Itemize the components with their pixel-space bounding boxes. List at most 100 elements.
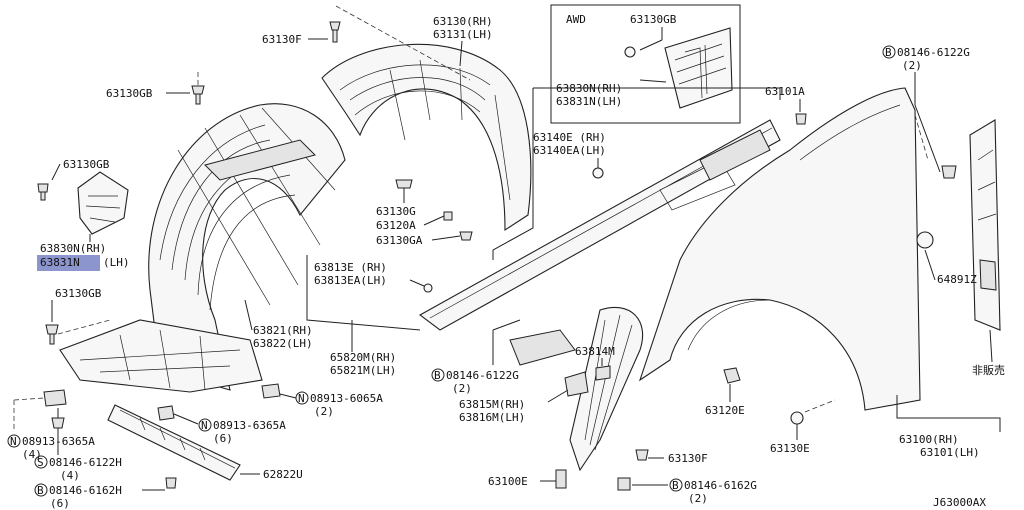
callout-08913-6365a-left[interactable]: 08913-6365A	[22, 435, 95, 448]
mud-guard[interactable]	[569, 306, 644, 472]
label-not-for-sale: 非販売	[972, 364, 1005, 377]
clip-63130gb-upper-icon	[191, 85, 205, 105]
prefix-b-mid: B	[434, 369, 441, 382]
callout-08146-6162g[interactable]: 08146-6162G	[684, 479, 757, 492]
clip-63130ga-icon	[459, 231, 473, 241]
small-bracket-63815m	[564, 371, 589, 397]
callout-63130f-bottom[interactable]: 63130F	[668, 452, 708, 465]
bolt-top-right-icon	[941, 165, 957, 179]
front-fender[interactable]	[638, 87, 934, 411]
suffix-lh-left: (LH)	[103, 256, 130, 269]
callout-63100e[interactable]: 63100E	[488, 475, 528, 488]
callout-63814m[interactable]: 63814M	[575, 345, 615, 358]
callout-63815m-rh[interactable]: 63815M(RH)	[459, 398, 525, 411]
callout-63130f-top[interactable]: 63130F	[262, 33, 302, 46]
prefix-n-6365a-right: N	[201, 419, 208, 432]
prefix-b-6162h: B	[37, 484, 44, 497]
callout-63831n-left[interactable]: 63831N	[40, 256, 80, 269]
bolt-08146-6162h-label[interactable]: B 08146-6162H (6)	[34, 483, 122, 510]
callout-63813e-rh[interactable]: 63813E (RH)	[314, 261, 387, 274]
clip-63140e-icon	[592, 167, 604, 179]
bolt-08146-6122h-label[interactable]: S 08146-6122H (4)	[34, 455, 122, 482]
callout-63130gb-left[interactable]: 63130GB	[63, 158, 110, 171]
upper-splash-shield[interactable]	[321, 5, 532, 232]
callout-63130gb-awd[interactable]: 63130GB	[630, 13, 677, 26]
nut-6065a-icon	[261, 383, 281, 399]
clip-63130f-bottom-icon	[635, 449, 649, 461]
bolt-6122h-icon	[51, 417, 65, 429]
callout-63101a[interactable]: 63101A	[765, 85, 805, 98]
prefix-b-6162g: B	[672, 479, 679, 492]
qty-6-6162h: (6)	[50, 497, 70, 510]
callout-63831n-awd[interactable]: 63831N(LH)	[556, 95, 622, 108]
qty-2-6162g: (2)	[688, 492, 708, 505]
clip-63130g-icon	[395, 179, 413, 189]
callout-63830n-left[interactable]: 63830N(RH)	[40, 242, 106, 255]
callout-65821m-lh[interactable]: 65821M(LH)	[330, 364, 396, 377]
highlight-63831n	[37, 255, 100, 271]
clip-63100e-icon	[555, 469, 567, 489]
callout-63140ea-lh[interactable]: 63140EA(LH)	[533, 144, 606, 157]
prefix-b-top: B	[885, 46, 892, 59]
callout-08146-6122g-top[interactable]: 08146-6122G	[897, 46, 970, 59]
prefix-s-6122h: S	[37, 456, 44, 469]
prefix-n-6065a: N	[298, 392, 305, 405]
awd-label: AWD	[566, 13, 586, 26]
clip-63813e-icon	[423, 283, 433, 293]
callout-63101-lh[interactable]: 63101(LH)	[920, 446, 980, 459]
bolt-08146-6122g-mid-label[interactable]: B 08146-6122G (2)	[431, 368, 519, 395]
lower-cover[interactable]	[107, 404, 241, 481]
callout-63816m-lh[interactable]: 63816M(LH)	[459, 411, 525, 424]
bolt-6162h-icon	[165, 477, 177, 489]
callout-63120a[interactable]: 63120A	[376, 219, 416, 232]
callout-63130ga[interactable]: 63130GA	[376, 234, 423, 247]
clip-63120e-icon	[723, 367, 741, 384]
callout-63130e[interactable]: 63130E	[770, 442, 810, 455]
callout-08146-6162h[interactable]: 08146-6162H	[49, 484, 122, 497]
callout-62822u[interactable]: 62822U	[263, 468, 303, 481]
splash-extension[interactable]	[509, 329, 576, 366]
callout-63130gb-upper[interactable]: 63130GB	[106, 87, 153, 100]
clip-63814m-icon	[595, 365, 611, 381]
clip-63101a-icon	[795, 113, 807, 125]
clip-63130e-icon	[790, 411, 804, 425]
callout-63130g[interactable]: 63130G	[376, 205, 416, 218]
nut-6365a-right-icon	[157, 405, 175, 421]
callout-63140e-rh[interactable]: 63140E (RH)	[533, 131, 606, 144]
sill-molding[interactable]	[418, 119, 781, 331]
nut-08913-6065a-label[interactable]: N 08913-6065A (2)	[295, 391, 383, 418]
awd-bracket[interactable]	[664, 27, 733, 109]
callout-64891z[interactable]: 64891Z	[937, 273, 977, 286]
callout-63822-lh[interactable]: 63822(LH)	[253, 337, 313, 350]
callout-08146-6122g-mid[interactable]: 08146-6122G	[446, 369, 519, 382]
main-splash-shield[interactable]	[59, 103, 346, 393]
qty-2-top: (2)	[902, 59, 922, 72]
callout-63130-rh[interactable]: 63130(RH)	[433, 15, 493, 28]
diagram-code: J63000AX	[933, 496, 986, 509]
qty-2-mid: (2)	[452, 382, 472, 395]
qty-6-6365a: (6)	[213, 432, 233, 445]
callout-63131-lh[interactable]: 63131(LH)	[433, 28, 493, 41]
nut-08913-6365a-left-icon	[43, 389, 67, 407]
callout-08913-6365a-right[interactable]: 08913-6365A	[213, 419, 286, 432]
nut-08913-6365a-right-label[interactable]: N 08913-6365A (6)	[198, 418, 286, 445]
callout-63130gb-mid[interactable]: 63130GB	[55, 287, 102, 300]
callout-08146-6122h[interactable]: 08146-6122H	[49, 456, 122, 469]
callout-63100-rh[interactable]: 63100(RH)	[899, 433, 959, 446]
awd-inset-frame	[550, 4, 741, 124]
callout-08913-6065a[interactable]: 08913-6065A	[310, 392, 383, 405]
callout-63813ea-lh[interactable]: 63813EA(LH)	[314, 274, 387, 287]
bolt-08146-6122g-top-label[interactable]: B 08146-6122G (2)	[882, 45, 970, 72]
clip-63130gb-left-icon	[37, 183, 49, 201]
qty-2-6065a: (2)	[314, 405, 334, 418]
awd-clip-icon	[624, 46, 636, 58]
callout-63120e[interactable]: 63120E	[705, 404, 745, 417]
callout-63821-rh[interactable]: 63821(RH)	[253, 324, 313, 337]
bolt-08146-6162g-label[interactable]: B 08146-6162G (2)	[669, 478, 757, 505]
left-bracket[interactable]	[77, 171, 129, 235]
clip-63130gb-mid-icon	[45, 324, 59, 345]
qty-4-6122h: (4)	[60, 469, 80, 482]
side-trim-panel[interactable]	[969, 119, 1001, 331]
callout-65820m-rh[interactable]: 65820M(RH)	[330, 351, 396, 364]
